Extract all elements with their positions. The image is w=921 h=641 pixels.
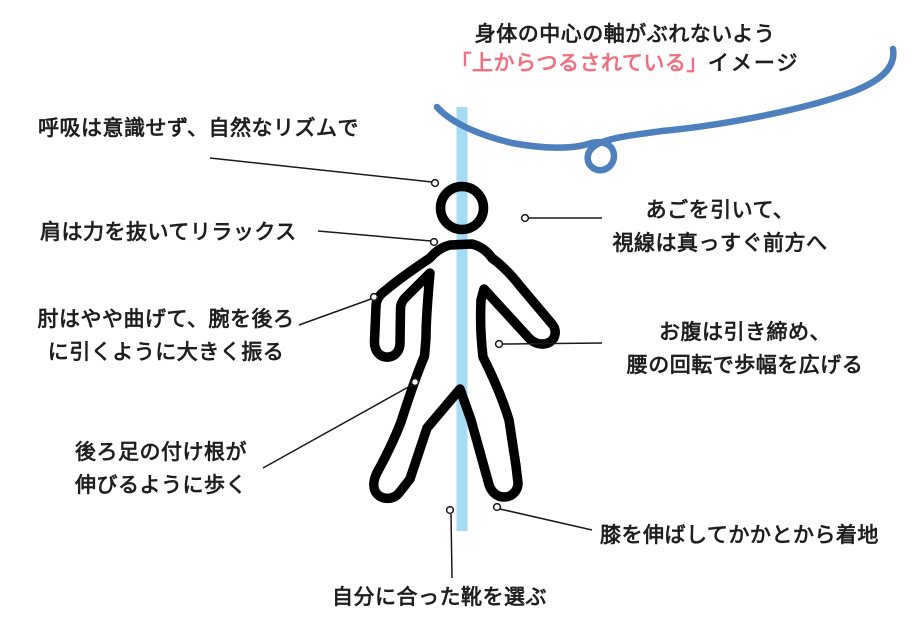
connector-dot	[520, 213, 530, 223]
annotation-shoes-text: 自分に合った靴を選ぶ	[325, 581, 554, 614]
connector-dot	[494, 339, 504, 349]
axis-caption-quoted-pink: 「上からつるされている」	[450, 52, 708, 75]
center-axis-line	[456, 107, 468, 531]
axis-caption: 身体の中心の軸がぶれないよう 「上からつるされている」イメージ	[440, 20, 810, 78]
connector-dot	[430, 178, 440, 188]
annotation-knee-text: 膝を伸ばしてかかとから着地	[593, 519, 886, 552]
leader-shoes	[445, 505, 455, 579]
annotation-knee: 膝を伸ばしてかかとから着地	[593, 519, 886, 552]
leader-chin	[520, 213, 602, 223]
connector-dot	[369, 292, 379, 302]
annotation-belly-line2: 腰の回転で歩幅を広げる	[619, 349, 870, 382]
annotation-rear-hip-line2: 伸びるように歩く	[68, 469, 254, 502]
connector-dot	[492, 502, 502, 512]
hanging-string-curve	[433, 45, 897, 174]
annotation-rear-hip: 後ろ足の付け根が 伸びるように歩く	[30, 436, 292, 502]
leader-belly	[494, 339, 603, 349]
axis-caption-line2: 「上からつるされている」イメージ	[440, 49, 810, 78]
axis-caption-line1: 身体の中心の軸がぶれないよう	[474, 23, 776, 46]
annotation-shoulder-text: 肩は力を抜いてリラックス	[33, 216, 304, 249]
leader-shoulder	[317, 230, 439, 247]
leader-lines	[209, 157, 603, 579]
annotation-elbow-line1: 肘はやや曲げて、腕を後ろ	[30, 303, 302, 336]
annotation-elbow-line2: に引くように大きく振る	[40, 336, 291, 369]
annotation-rear-hip-line1: 後ろ足の付け根が	[68, 436, 254, 469]
annotation-chin-line1: あごを引いて、	[638, 194, 802, 227]
annotation-belly: お腹は引き締め、 腰の回転で歩幅を広げる	[593, 316, 897, 382]
annotation-belly-line1: お腹は引き締め、	[652, 316, 838, 349]
connector-dot	[410, 377, 420, 387]
leader-elbow	[298, 292, 379, 326]
annotation-chin-line2: 視線は真っすぐ前方へ	[605, 227, 835, 260]
leader-knee	[492, 502, 593, 531]
connector-dot	[445, 505, 455, 515]
annotation-breath-text: 呼吸は意識せず、自然なリズムで	[30, 112, 367, 145]
annotation-shoes: 自分に合った靴を選ぶ	[325, 581, 554, 614]
annotation-breath: 呼吸は意識せず、自然なリズムで	[30, 112, 367, 145]
annotation-elbow: 肘はやや曲げて、腕を後ろ に引くように大きく振る	[20, 303, 312, 369]
annotation-shoulder: 肩は力を抜いてリラックス	[33, 216, 304, 249]
annotation-chin: あごを引いて、 視線は真っすぐ前方へ	[568, 194, 872, 260]
leader-rear-hip	[262, 377, 420, 469]
connector-dot	[429, 237, 439, 247]
leader-breath	[209, 157, 440, 188]
axis-caption-suffix: イメージ	[707, 52, 800, 75]
